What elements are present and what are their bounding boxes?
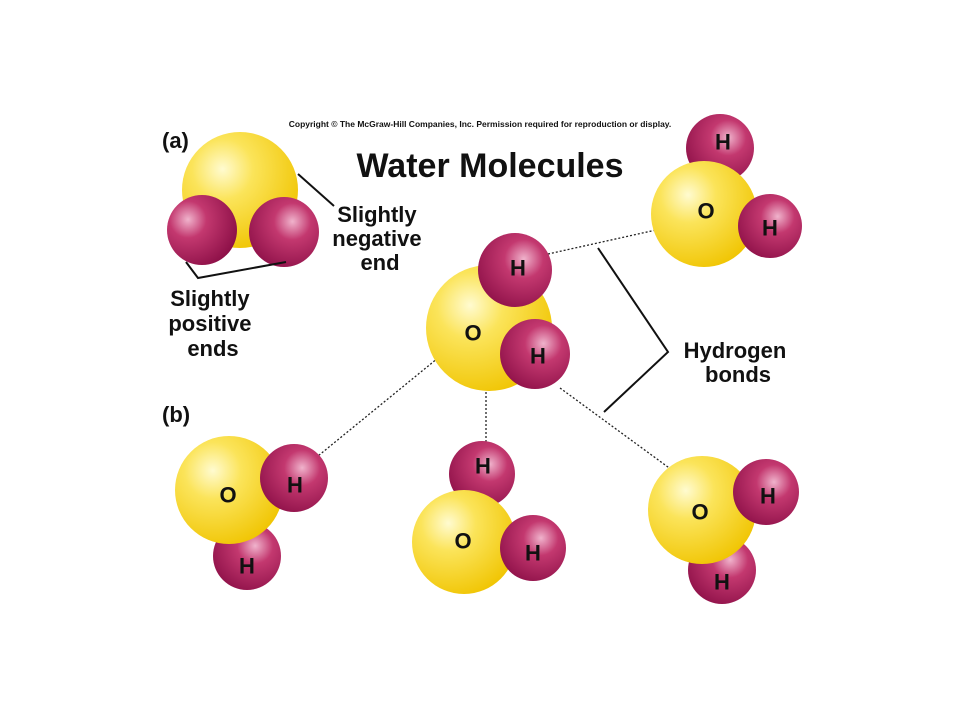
oxygen-label: O	[691, 500, 708, 525]
hydrogen-atom	[500, 319, 570, 389]
hydrogen-bonds-bracket	[597, 247, 670, 413]
oxygen-label: O	[697, 199, 714, 224]
hydrogen-bond-line	[317, 357, 439, 457]
hydrogen-bonds-line-2: bonds	[705, 362, 771, 387]
hydrogen-label: H	[287, 473, 303, 498]
water-molecule-top-right: H O H	[651, 114, 802, 267]
hydrogen-atom	[249, 197, 319, 267]
oxygen-atom	[648, 456, 756, 564]
hydrogen-label: H	[525, 541, 541, 566]
hydrogen-bond-line	[547, 229, 657, 255]
hydrogen-atom	[478, 233, 552, 307]
oxygen-atom	[651, 161, 757, 267]
negative-end-line-1: Slightly	[337, 202, 417, 227]
oxygen-label: O	[464, 321, 481, 346]
hydrogen-bonds-line-1: Hydrogen	[684, 338, 787, 363]
hydrogen-atom	[260, 444, 328, 512]
hydrogen-atom	[733, 459, 799, 525]
hydrogen-atom	[738, 194, 802, 258]
negative-end-leader	[297, 173, 335, 207]
oxygen-label: O	[219, 483, 236, 508]
oxygen-atom	[175, 436, 283, 544]
water-molecule-bottom-left: O H H	[175, 436, 328, 590]
hydrogen-bonds-label: Hydrogen bonds	[684, 338, 793, 387]
water-molecule-bottom-center: H O H	[412, 441, 566, 594]
hydrogen-bond-line	[559, 387, 673, 471]
hydrogen-label: H	[475, 454, 491, 479]
hydrogen-label: H	[530, 344, 546, 369]
water-molecule-a	[167, 132, 319, 267]
panel-b-label: (b)	[162, 402, 190, 427]
negative-end-line-3: end	[360, 250, 399, 275]
positive-ends-leader	[185, 261, 287, 280]
positive-ends-line-2: positive	[168, 311, 251, 336]
positive-ends-label: Slightly positive ends	[168, 286, 257, 361]
hydrogen-label: H	[714, 570, 730, 595]
water-molecule-center: H O H	[426, 233, 570, 391]
diagram-title: Water Molecules	[356, 147, 623, 185]
positive-ends-line-3: ends	[187, 336, 238, 361]
hydrogen-label: H	[510, 256, 526, 281]
hydrogen-label: H	[239, 554, 255, 579]
negative-end-label: Slightly negative end	[332, 202, 427, 275]
hydrogen-label: H	[760, 484, 776, 509]
oxygen-label: O	[454, 529, 471, 554]
copyright-notice: Copyright © The McGraw-Hill Companies, I…	[289, 119, 672, 129]
positive-ends-line-1: Slightly	[170, 286, 250, 311]
hydrogen-label: H	[762, 216, 778, 241]
hydrogen-atom	[500, 515, 566, 581]
hydrogen-label: H	[715, 130, 731, 155]
water-molecule-bottom-right: O H H	[648, 456, 799, 604]
panel-a-label: (a)	[162, 128, 189, 153]
oxygen-atom	[412, 490, 516, 594]
negative-end-line-2: negative	[332, 226, 421, 251]
hydrogen-atom	[167, 195, 237, 265]
